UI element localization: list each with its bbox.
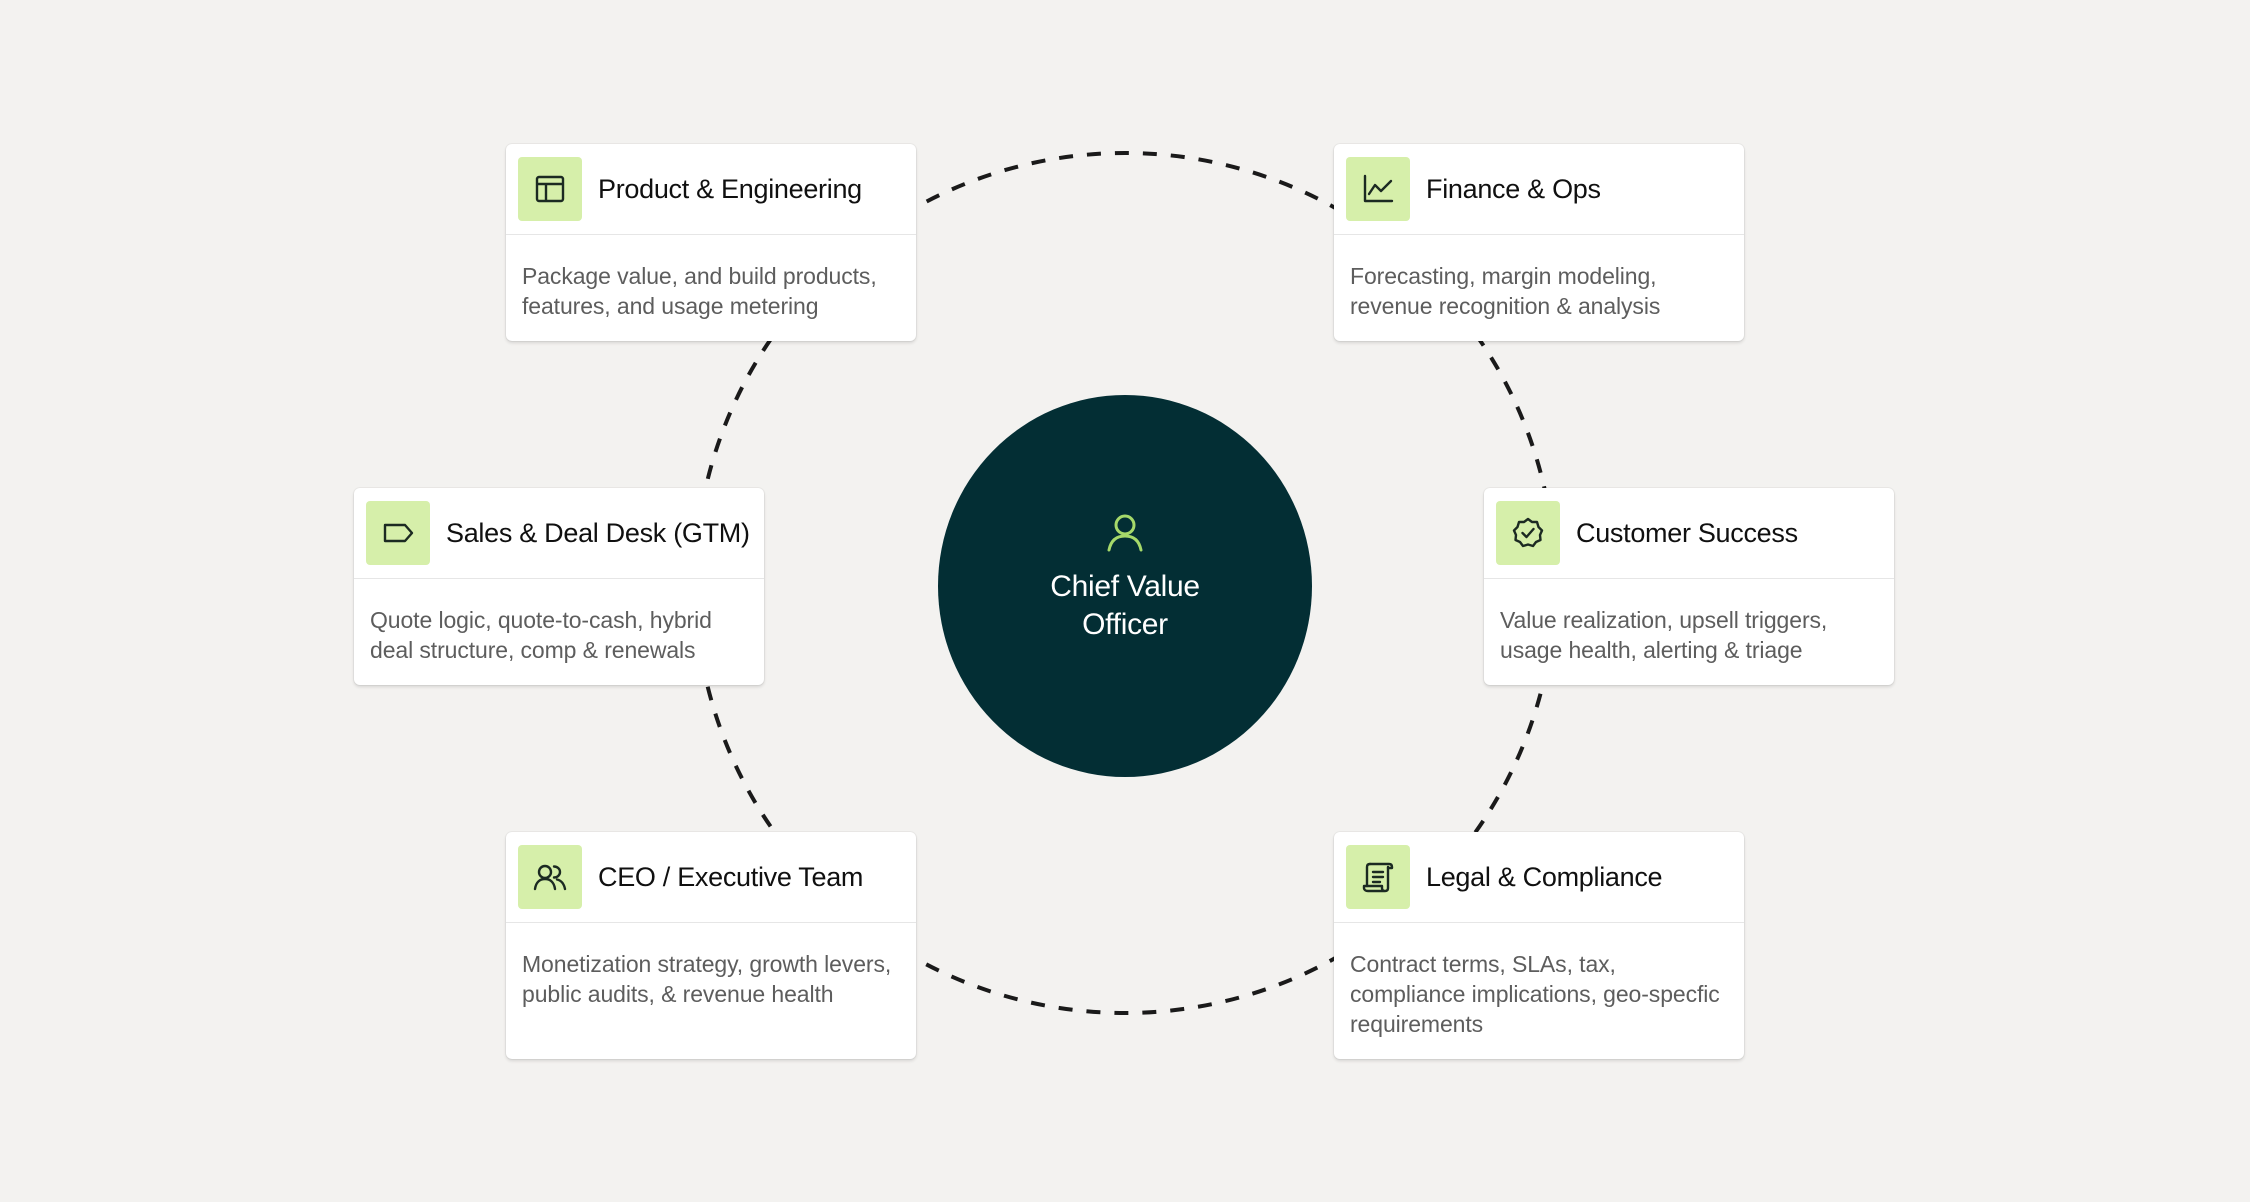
card-description: Quote logic, quote-to-cash, hybrid deal … xyxy=(370,607,712,663)
card-title: Finance & Ops xyxy=(1426,173,1601,204)
center-node: Chief Value Officer xyxy=(938,395,1312,777)
icon-box xyxy=(1496,501,1560,565)
card-sales-deal-desk: Sales & Deal Desk (GTM) Quote logic, quo… xyxy=(354,488,764,685)
card-title: Legal & Compliance xyxy=(1426,861,1663,892)
card-customer-success: Customer Success Value realization, upse… xyxy=(1484,488,1894,685)
card-description: Forecasting, margin modeling, revenue re… xyxy=(1350,263,1661,319)
card-title: CEO / Executive Team xyxy=(598,861,864,892)
icon-box xyxy=(1346,845,1410,909)
card-description: Package value, and build products, featu… xyxy=(522,263,877,319)
card-finance-ops: Finance & Ops Forecasting, margin modeli… xyxy=(1334,144,1744,341)
verified-badge-icon xyxy=(1512,517,1544,548)
card-header: Legal & Compliance xyxy=(1334,832,1744,923)
icon-box xyxy=(1346,157,1410,221)
card-title: Sales & Deal Desk (GTM) xyxy=(446,517,750,548)
card-description: Monetization strategy, growth levers, pu… xyxy=(522,951,892,1007)
user-icon xyxy=(1107,514,1143,552)
card-header: CEO / Executive Team xyxy=(506,832,916,923)
layout-icon xyxy=(535,175,565,203)
card-product-engineering: Product & Engineering Package value, and… xyxy=(506,144,916,341)
card-title: Customer Success xyxy=(1576,517,1798,548)
card-header: Customer Success xyxy=(1484,488,1894,579)
card-legal-compliance: Legal & Compliance Contract terms, SLAs,… xyxy=(1334,832,1744,1059)
card-title: Product & Engineering xyxy=(598,173,862,204)
center-title: Chief Value Officer xyxy=(1050,570,1200,641)
tag-icon xyxy=(383,523,414,543)
icon-box xyxy=(518,157,582,221)
card-ceo-executive-team: CEO / Executive Team Monetization strate… xyxy=(506,832,916,1059)
card-description: Contract terms, SLAs, tax, compliance im… xyxy=(1350,951,1720,1037)
line-chart-icon xyxy=(1363,174,1394,203)
card-header: Product & Engineering xyxy=(506,144,916,235)
scroll-icon xyxy=(1362,862,1394,893)
icon-box xyxy=(518,845,582,909)
icon-box xyxy=(366,501,430,565)
card-header: Finance & Ops xyxy=(1334,144,1744,235)
users-icon xyxy=(533,864,567,891)
card-description: Value realization, upsell triggers, usag… xyxy=(1500,607,1828,663)
card-header: Sales & Deal Desk (GTM) xyxy=(354,488,764,579)
